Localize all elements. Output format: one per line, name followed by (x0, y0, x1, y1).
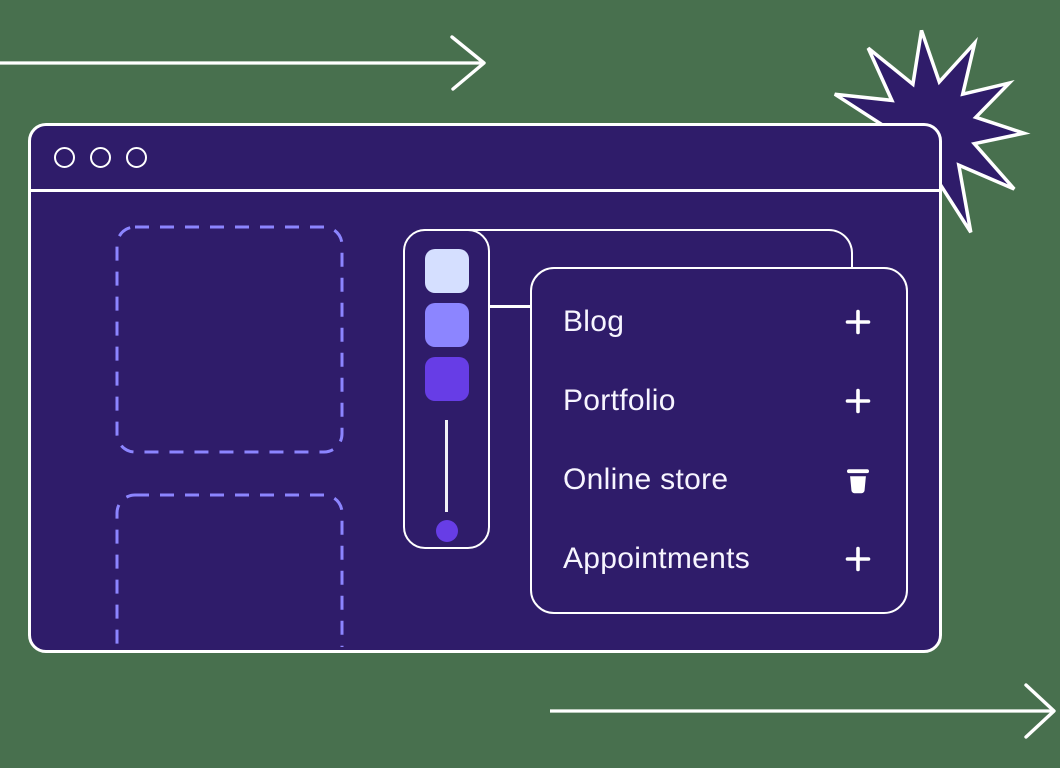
content-block-placeholder-2 (115, 493, 344, 647)
menu-item-label: Appointments (563, 541, 751, 575)
menu-item[interactable]: Portfolio (532, 362, 906, 441)
window-dot-icon[interactable] (90, 147, 111, 168)
trash-icon[interactable] (844, 465, 872, 495)
window-dot-icon[interactable] (54, 147, 75, 168)
menu-item[interactable]: Online store (532, 441, 906, 520)
plus-icon[interactable] (844, 386, 872, 416)
color-swatch-strong[interactable] (424, 357, 469, 401)
color-swatch-panel (403, 229, 490, 549)
window-dot-icon[interactable] (126, 147, 147, 168)
menu-item[interactable]: Appointments (532, 519, 906, 598)
top-left-arrow (0, 35, 486, 91)
plus-icon[interactable] (844, 544, 872, 574)
window-titlebar (31, 126, 939, 192)
plus-icon[interactable] (844, 307, 872, 337)
menu-item-label: Online store (563, 462, 729, 496)
stem-line (445, 420, 448, 512)
stem-dot (435, 520, 458, 542)
content-block-placeholder-1 (115, 225, 344, 454)
menu-item-label: Blog (563, 305, 625, 339)
connector-line (490, 305, 531, 308)
bottom-right-arrow (550, 683, 1056, 739)
color-swatch-light[interactable] (424, 249, 469, 293)
menu-item[interactable]: Blog (532, 283, 906, 362)
color-swatch-mid[interactable] (424, 303, 469, 347)
placeholder-outlines (115, 225, 344, 647)
menu-item-label: Portfolio (563, 384, 676, 418)
